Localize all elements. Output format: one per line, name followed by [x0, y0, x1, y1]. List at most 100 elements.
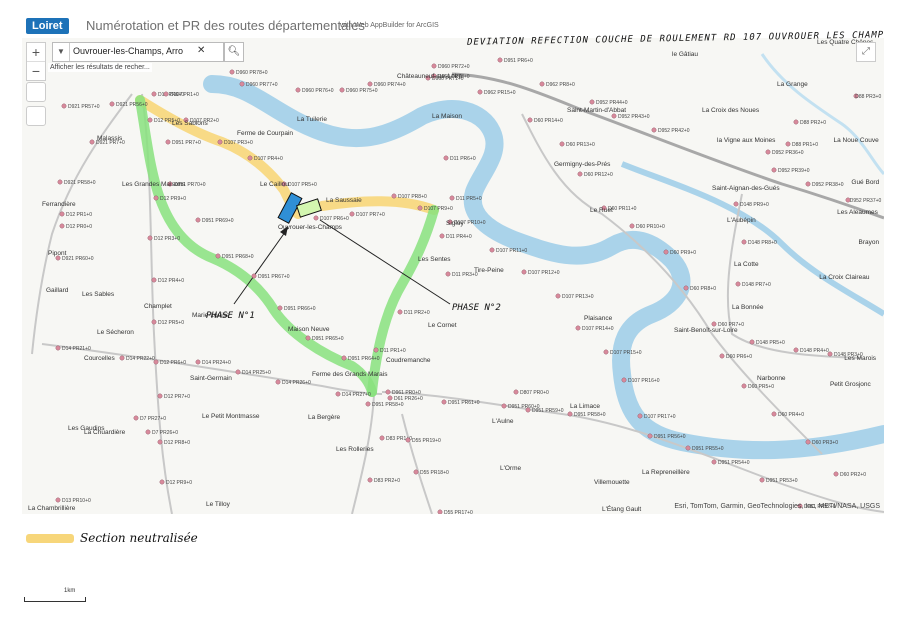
pr-point[interactable] [425, 75, 431, 81]
pr-point[interactable] [339, 87, 345, 93]
pr-point[interactable] [441, 399, 447, 405]
pr-point[interactable] [365, 401, 371, 407]
search-icon[interactable]: 🔍︎ [224, 42, 244, 62]
pr-point[interactable] [501, 403, 507, 409]
pr-point[interactable] [497, 57, 503, 63]
pr-point[interactable] [539, 81, 545, 87]
pr-point[interactable] [477, 89, 483, 95]
pr-point[interactable] [55, 345, 61, 351]
pr-point[interactable] [367, 477, 373, 483]
pr-point[interactable] [489, 247, 495, 253]
pr-point[interactable] [151, 91, 157, 97]
pr-point[interactable] [439, 233, 445, 239]
pr-point[interactable] [437, 509, 443, 514]
pr-point[interactable] [601, 205, 607, 211]
pr-point[interactable] [827, 351, 833, 357]
pr-point[interactable] [589, 99, 595, 105]
pr-point[interactable] [417, 205, 423, 211]
pr-point[interactable] [771, 167, 777, 173]
pr-point[interactable] [771, 411, 777, 417]
pr-point[interactable] [647, 433, 653, 439]
pr-point[interactable] [195, 359, 201, 365]
fullscreen-icon[interactable]: ⤢ [856, 42, 876, 62]
pr-point[interactable] [793, 119, 799, 125]
pr-point[interactable] [281, 181, 287, 187]
pr-point[interactable] [55, 255, 61, 261]
pr-point[interactable] [805, 439, 811, 445]
pr-point[interactable] [793, 347, 799, 353]
pr-point[interactable] [151, 319, 157, 325]
pr-point[interactable] [719, 353, 725, 359]
pr-point[interactable] [749, 339, 755, 345]
pr-point[interactable] [109, 101, 115, 107]
pr-point[interactable] [711, 459, 717, 465]
close-icon[interactable]: ✕ [197, 45, 206, 56]
pr-point[interactable] [603, 349, 609, 355]
pr-point[interactable] [443, 155, 449, 161]
pr-point[interactable] [567, 411, 573, 417]
pr-point[interactable] [611, 113, 617, 119]
pr-point[interactable] [391, 193, 397, 199]
pr-point[interactable] [235, 369, 241, 375]
pr-point[interactable] [217, 139, 223, 145]
pr-point[interactable] [683, 285, 689, 291]
pr-point[interactable] [59, 223, 65, 229]
pr-point[interactable] [629, 223, 635, 229]
pr-point[interactable] [373, 347, 379, 353]
pr-point[interactable] [405, 437, 411, 443]
pr-point[interactable] [147, 117, 153, 123]
home-button[interactable] [26, 82, 46, 102]
pr-point[interactable] [577, 171, 583, 177]
pr-point[interactable] [525, 407, 531, 413]
pr-point[interactable] [59, 211, 65, 217]
pr-point[interactable] [247, 155, 253, 161]
pr-point[interactable] [387, 395, 393, 401]
pr-point[interactable] [275, 379, 281, 385]
pr-point[interactable] [151, 277, 157, 283]
pr-point[interactable] [157, 439, 163, 445]
pr-point[interactable] [335, 391, 341, 397]
pr-point[interactable] [521, 269, 527, 275]
pr-point[interactable] [153, 195, 159, 201]
pr-point[interactable] [447, 219, 453, 225]
pr-point[interactable] [133, 415, 139, 421]
pr-point[interactable] [313, 215, 319, 221]
pr-point[interactable] [637, 413, 643, 419]
pr-point[interactable] [163, 91, 169, 97]
pr-point[interactable] [165, 139, 171, 145]
pr-point[interactable] [449, 195, 455, 201]
zoom-in-button[interactable]: + [27, 43, 45, 62]
search-input[interactable]: Ouvrouer-les-Champs, Arro [73, 46, 184, 56]
pr-point[interactable] [413, 469, 419, 475]
pr-point[interactable] [733, 201, 739, 207]
pr-point[interactable] [555, 293, 561, 299]
pr-point[interactable] [61, 103, 67, 109]
pr-point[interactable] [295, 87, 301, 93]
pr-point[interactable] [89, 139, 95, 145]
pr-point[interactable] [711, 321, 717, 327]
pr-point[interactable] [741, 239, 747, 245]
pr-point[interactable] [157, 393, 163, 399]
pr-point[interactable] [251, 273, 257, 279]
pr-point[interactable] [277, 305, 283, 311]
pr-point[interactable] [215, 253, 221, 259]
pr-point[interactable] [55, 497, 61, 503]
chevron-down-icon[interactable]: ▼ [53, 43, 70, 61]
pr-point[interactable] [147, 235, 153, 241]
pr-point[interactable] [685, 445, 691, 451]
search-results-hint[interactable]: Afficher les résultats de recher... [48, 63, 152, 72]
search-box[interactable]: ▼ Ouvrouer-les-Champs, Arro ✕ [52, 42, 224, 62]
pr-point[interactable] [445, 271, 451, 277]
pr-point[interactable] [119, 355, 125, 361]
pr-point[interactable] [183, 117, 189, 123]
pr-point[interactable] [229, 69, 235, 75]
pr-point[interactable] [195, 217, 201, 223]
pr-point[interactable] [765, 149, 771, 155]
pr-point[interactable] [513, 389, 519, 395]
pr-point[interactable] [145, 429, 151, 435]
pr-point[interactable] [759, 477, 765, 483]
pr-point[interactable] [575, 325, 581, 331]
pr-point[interactable] [431, 73, 437, 79]
zoom-out-button[interactable]: − [31, 63, 41, 79]
